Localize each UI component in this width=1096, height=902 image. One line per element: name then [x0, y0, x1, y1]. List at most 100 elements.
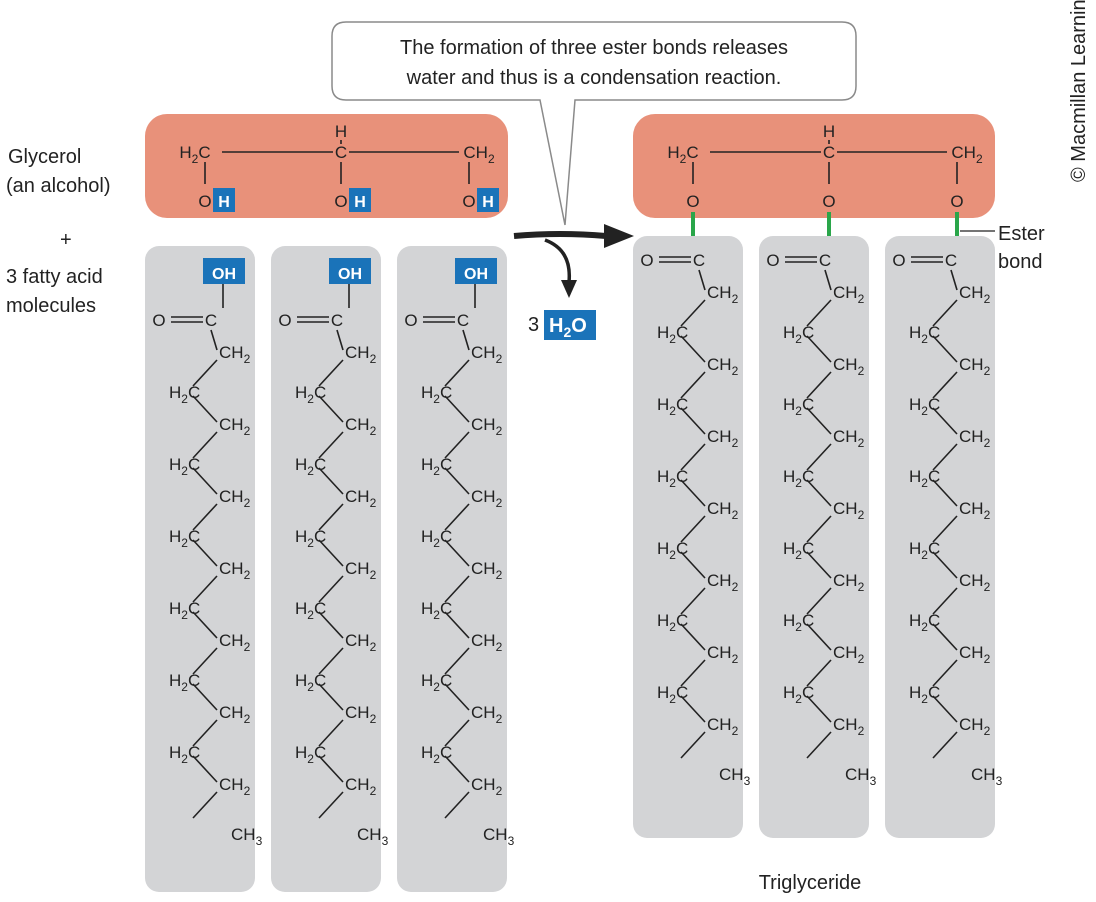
chain-bond [192, 503, 218, 531]
methylene-group: CH2 [707, 499, 739, 522]
callout-bubble: The formation of three ester bonds relea… [331, 21, 857, 226]
chain-bond [806, 587, 832, 615]
chain-bond [318, 683, 344, 711]
fatty-acid-sublabel: molecules [6, 295, 96, 317]
methyl-group: CH3 [231, 825, 263, 848]
chain-bond [444, 431, 470, 459]
methylene-group: H2C [421, 527, 452, 550]
glycerol-hydroxyl-h-text: H [218, 194, 230, 211]
chain-bond [806, 659, 832, 687]
chain-bond [444, 719, 470, 747]
chain-bond [192, 683, 218, 711]
chain-bond [680, 731, 706, 759]
plus-sign: + [60, 229, 72, 251]
methylene-group: H2C [421, 383, 452, 406]
chain-bond [318, 431, 344, 459]
methylene-group: H2C [783, 395, 814, 418]
methylene-group: CH2 [219, 415, 251, 438]
methylene-group: CH2 [219, 559, 251, 582]
glycerol-box [145, 114, 508, 218]
methylene-group: CH2 [833, 715, 865, 738]
chain-bond [444, 503, 470, 531]
methylene-group: CH2 [219, 775, 251, 798]
fatty-acid-box [885, 236, 995, 838]
chain-bond [950, 269, 958, 291]
glycerol-hydroxyl-h-text: H [354, 194, 366, 211]
fatty-acid-box [633, 236, 743, 838]
methylene-group: CH2 [471, 703, 503, 726]
water-sub2: 2 [563, 324, 571, 340]
chain-bond [806, 623, 832, 651]
water-product: 3 H2O [528, 310, 596, 340]
methylene-group: H2C [169, 671, 200, 694]
chain-bond [318, 755, 344, 783]
methylene-group: H2C [909, 539, 940, 562]
methylene-group: H2C [169, 455, 200, 478]
methylene-group: H2C [657, 611, 688, 634]
methylene-group: H2C [295, 455, 326, 478]
methylene-group: H2C [295, 383, 326, 406]
callout-text-line1: The formation of three ester bonds relea… [400, 37, 788, 59]
methylene-group: CH2 [707, 355, 739, 378]
chain-bond [806, 407, 832, 435]
methylene-group: CH2 [471, 343, 503, 366]
chain-bond [824, 269, 832, 291]
methylene-group: H2C [295, 671, 326, 694]
water-h: H [549, 315, 563, 337]
chain-bond [192, 575, 218, 603]
glycerol-c3-label: CH2 [463, 143, 495, 166]
glycerol-sublabel: (an alcohol) [6, 175, 111, 197]
chain-bond [318, 467, 344, 495]
chain-bond [318, 503, 344, 531]
methylene-group: CH2 [345, 559, 377, 582]
methylene-group: H2C [169, 599, 200, 622]
chain-bond [192, 395, 218, 423]
chain-bond [680, 515, 706, 543]
methylene-group: CH2 [471, 487, 503, 510]
methylene-group: CH2 [833, 571, 865, 594]
chain-bond [932, 479, 958, 507]
copyright-text: © Macmillan Learning [1068, 0, 1090, 182]
methylene-group: H2C [783, 611, 814, 634]
methylene-group: H2C [421, 671, 452, 694]
methylene-group: H2C [783, 539, 814, 562]
chain-bond [806, 515, 832, 543]
chain-bond [932, 659, 958, 687]
methylene-group: CH2 [345, 415, 377, 438]
chain-bond [806, 335, 832, 363]
fatty-acid-hydroxyl-box [329, 258, 371, 284]
chain-bond [444, 359, 470, 387]
chain-bond [318, 791, 344, 819]
methylene-group: CH2 [219, 487, 251, 510]
svg-text:H2O: H2O [549, 315, 587, 340]
methylene-group: CH2 [471, 631, 503, 654]
methylene-group: H2C [657, 539, 688, 562]
chain-bond [680, 659, 706, 687]
methyl-group: CH3 [845, 765, 877, 788]
methylene-group: CH2 [345, 343, 377, 366]
methylene-group: H2C [657, 467, 688, 490]
methylene-group: H2C [421, 455, 452, 478]
methylene-group: CH2 [471, 415, 503, 438]
chain-bond [932, 515, 958, 543]
methyl-group: CH3 [971, 765, 1003, 788]
fatty-acid-box [271, 246, 381, 892]
reactant-labels: Glycerol (an alcohol) + 3 fatty acid mol… [6, 146, 111, 317]
methylene-group: H2C [909, 467, 940, 490]
chain-bond [806, 695, 832, 723]
chain-bond [932, 731, 958, 759]
methylene-group: CH2 [959, 283, 991, 306]
methylene-group: CH2 [707, 715, 739, 738]
chain-bond [932, 695, 958, 723]
triglyceride-label: Triglyceride [759, 872, 862, 894]
glycerol-oxygen: O [822, 192, 835, 211]
methylene-group: H2C [657, 323, 688, 346]
chain-bond [932, 587, 958, 615]
methylene-group: H2C [783, 467, 814, 490]
methylene-group: CH2 [833, 499, 865, 522]
methylene-group: CH2 [219, 703, 251, 726]
methylene-group: CH2 [219, 343, 251, 366]
fatty-acid-box [397, 246, 507, 892]
methylene-group: H2C [909, 683, 940, 706]
